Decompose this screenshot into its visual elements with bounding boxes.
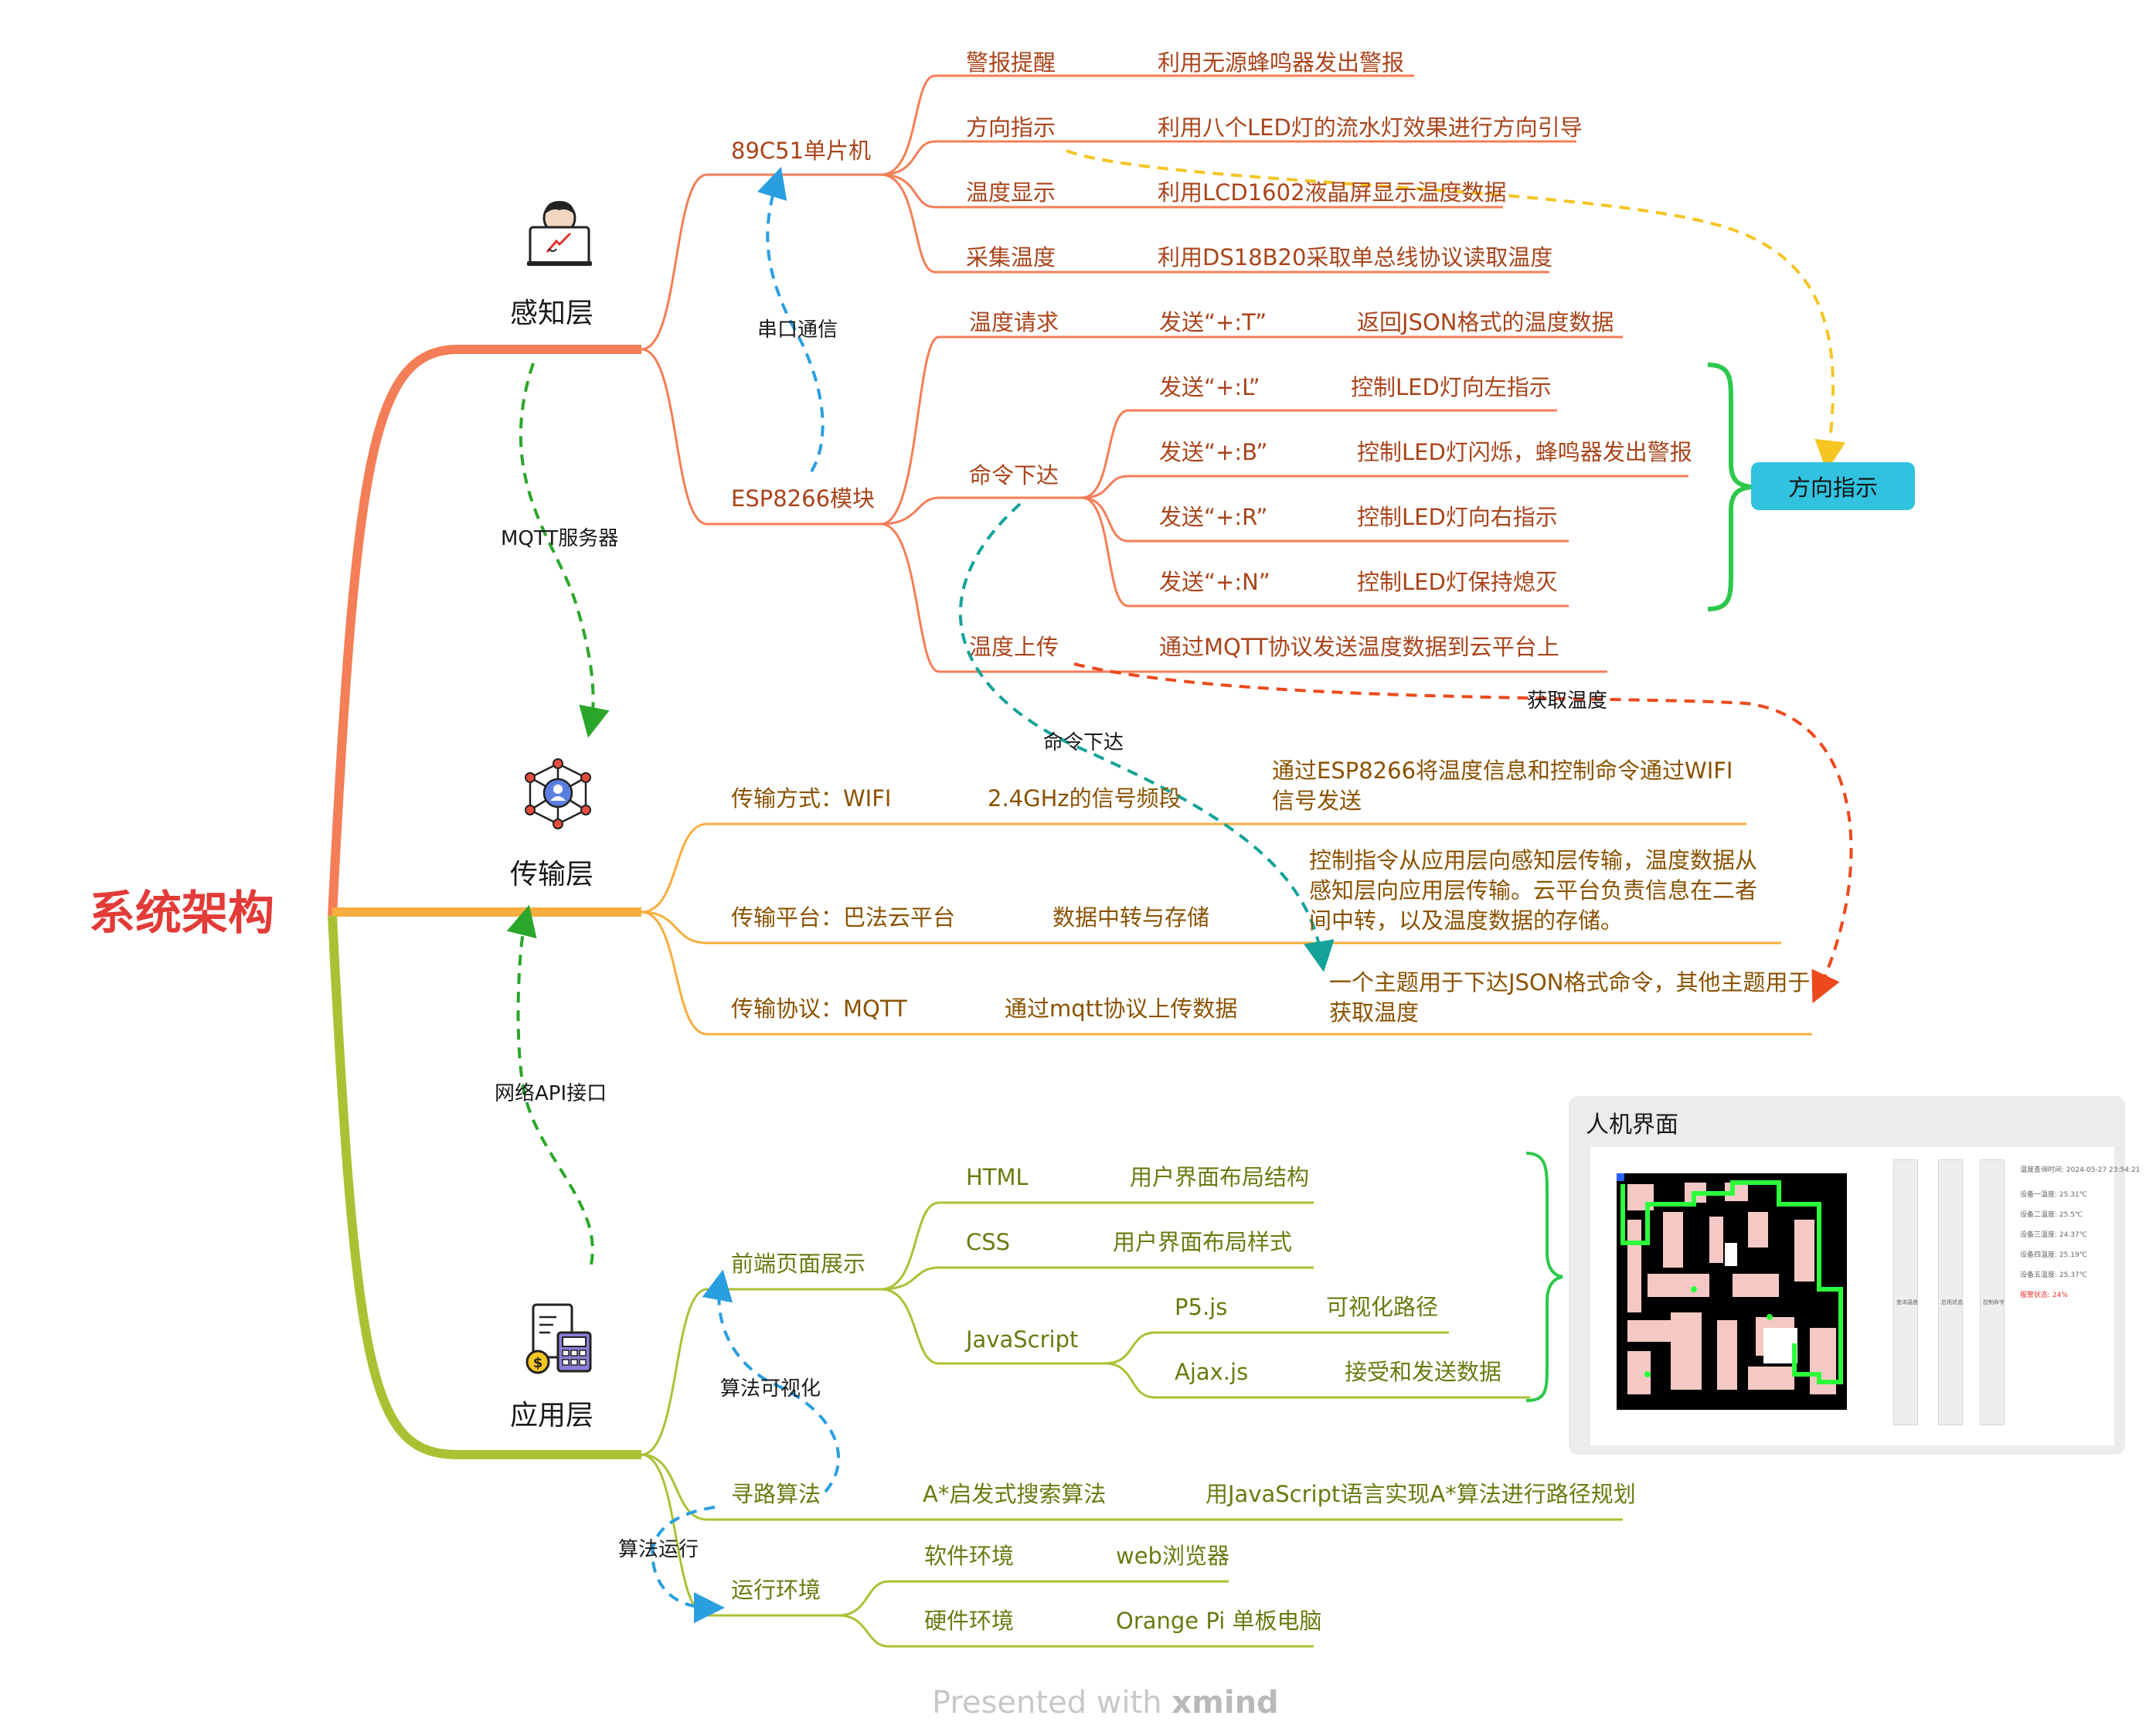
node-temp-upload[interactable]: 温度上传 [969, 634, 1059, 660]
node-software[interactable]: 软件环境 [924, 1543, 1015, 1569]
svg-text:$: $ [533, 1355, 543, 1371]
hmi-stat-4: 设备四温度: 25.19℃ [2020, 1251, 2087, 1259]
node-p5[interactable]: P5.js [1175, 1294, 1228, 1320]
node-temp-request-desc[interactable]: 返回JSON格式的温度数据 [1357, 309, 1614, 335]
node-direction[interactable]: 方向指示 [966, 114, 1056, 141]
node-command[interactable]: 命令下达 [969, 462, 1059, 488]
command-brace [1707, 363, 1752, 611]
calculator-invoice-icon: $ [525, 1303, 592, 1374]
node-transport-method-desc[interactable]: 通过ESP8266将温度信息和控制命令通过WIFI信号发送 [1272, 757, 1733, 815]
node-temp-display[interactable]: 温度显示 [966, 179, 1056, 206]
node-frontend[interactable]: 前端页面展示 [731, 1251, 866, 1277]
rel-get-temp [1073, 662, 1853, 1004]
node-esp[interactable]: ESP8266模块 [731, 485, 876, 512]
hmi-stat-alarm: 报警状态: 24% [2020, 1292, 2068, 1299]
node-ajax[interactable]: Ajax.js [1175, 1359, 1249, 1385]
node-pathfinding[interactable]: 寻路算法 [731, 1481, 821, 1507]
hmi-query-bar[interactable] [1893, 1159, 1918, 1425]
hmi-status-bar[interactable] [1938, 1159, 1963, 1425]
hmi-stat-time: 温度查询时间: 2024-05-27 23:54:21 [2020, 1166, 2141, 1174]
rel-mqtt-server [519, 363, 610, 738]
node-html[interactable]: HTML [966, 1164, 1029, 1190]
node-transport-protocol-desc[interactable]: 一个主题用于下达JSON格式命令，其他主题用于获取温度 [1329, 969, 1811, 1026]
node-temp-collect[interactable]: 采集温度 [966, 244, 1056, 271]
rel-label-algo-run[interactable]: 算法运行 [618, 1538, 699, 1561]
node-temp-collect-desc[interactable]: 利用DS18B20采取单总线协议读取温度 [1158, 244, 1553, 271]
rel-label-mqtt-server[interactable]: MQTT服务器 [501, 527, 619, 550]
hmi-stat-5: 设备五温度: 25.37℃ [2020, 1271, 2087, 1279]
rel-serial [757, 166, 825, 473]
rel-command [959, 502, 1335, 972]
node-runtime[interactable]: 运行环境 [731, 1577, 821, 1603]
node-hardware-desc[interactable]: Orange Pi 单板电脑 [1116, 1608, 1322, 1634]
hmi-stat-1: 设备一温度: 25.31℃ [2020, 1191, 2087, 1199]
node-mcu[interactable]: 89C51单片机 [731, 138, 872, 164]
node-cmd-r[interactable]: 发送“+:R” [1159, 504, 1268, 530]
hmi-brace [1525, 1152, 1563, 1402]
footer-brand: xmind [1172, 1685, 1279, 1721]
node-cmd-n-desc[interactable]: 控制LED灯保持熄灭 [1357, 569, 1558, 595]
node-html-desc[interactable]: 用户界面布局结构 [1130, 1164, 1310, 1190]
node-temp-display-desc[interactable]: 利用LCD1602液晶屏显示温度数据 [1158, 179, 1507, 206]
node-transport-protocol[interactable]: 传输协议：MQTT [731, 996, 907, 1022]
node-software-desc[interactable]: web浏览器 [1116, 1543, 1229, 1569]
rel-label-algo-vis[interactable]: 算法可视化 [720, 1377, 821, 1401]
node-cmd-b-desc[interactable]: 控制LED灯闪烁，蜂鸣器发出警报 [1357, 439, 1692, 465]
user-laptop-icon [527, 201, 592, 266]
node-css-desc[interactable]: 用户界面布局样式 [1113, 1229, 1293, 1255]
hmi-command-bar-label: 控制命令 [1983, 1299, 2005, 1305]
node-temp-request-cmd[interactable]: 发送“+:T” [1159, 309, 1267, 335]
node-transport-platform-sub[interactable]: 数据中转与存储 [1052, 904, 1210, 931]
node-temp-request[interactable]: 温度请求 [969, 309, 1059, 335]
trunk-application [328, 915, 641, 1459]
node-cmd-b[interactable]: 发送“+:B” [1159, 439, 1268, 465]
hmi-query-bar-label: 查询温度 [1896, 1299, 1918, 1305]
rel-label-serial[interactable]: 串口通信 [757, 318, 838, 342]
hmi-stat-3: 设备三温度: 24.37℃ [2020, 1231, 2087, 1239]
hmi-status-bar-label: 启用状态 [1941, 1299, 1963, 1305]
node-direction-desc[interactable]: 利用八个LED灯的流水灯效果进行方向引导 [1158, 114, 1583, 141]
node-alarm-desc[interactable]: 利用无源蜂鸣器发出警报 [1158, 49, 1405, 76]
node-temp-upload-desc[interactable]: 通过MQTT协议发送温度数据到云平台上 [1159, 634, 1559, 660]
rel-label-get-temp[interactable]: 获取温度 [1527, 689, 1608, 713]
node-p5-desc[interactable]: 可视化路径 [1326, 1294, 1439, 1320]
root-title[interactable]: 系统架构 [89, 887, 274, 941]
trunk-perception [328, 345, 641, 917]
rel-label-command[interactable]: 命令下达 [1043, 731, 1124, 754]
layer-perception[interactable]: 感知层 [510, 298, 594, 329]
footer-prefix: Presented with [932, 1685, 1162, 1721]
node-pathfinding-desc[interactable]: 用JavaScript语言实现A*算法进行路径规划 [1206, 1481, 1636, 1507]
node-cmd-r-desc[interactable]: 控制LED灯向右指示 [1357, 504, 1558, 530]
hmi-stat-2: 设备二温度: 25.5℃ [2020, 1211, 2083, 1219]
node-ajax-desc[interactable]: 接受和发送数据 [1345, 1359, 1502, 1385]
node-js[interactable]: JavaScript [966, 1326, 1079, 1353]
maze-visualization [1617, 1173, 1847, 1410]
hmi-command-bar[interactable] [1980, 1159, 2005, 1425]
node-transport-platform-desc[interactable]: 控制指令从应用层向感知层传输，温度数据从感知层向应用层传输。云平台负责信息在二者… [1309, 847, 1758, 934]
rel-direction [1066, 149, 1846, 471]
footer-credit: Presented with xmind [932, 1685, 1279, 1721]
node-pathfinding-sub[interactable]: A*启发式搜索算法 [923, 1481, 1107, 1507]
node-alarm[interactable]: 警报提醒 [966, 49, 1056, 76]
node-transport-method[interactable]: 传输方式：WIFI [731, 785, 892, 812]
direction-badge[interactable]: 方向指示 [1751, 462, 1915, 510]
hmi-title[interactable]: 人机界面 [1586, 1111, 1678, 1139]
node-hardware[interactable]: 硬件环境 [924, 1608, 1015, 1634]
rel-label-web-api[interactable]: 网络API接口 [495, 1082, 607, 1105]
node-cmd-l[interactable]: 发送“+:L” [1159, 374, 1260, 400]
network-hub-icon [525, 758, 591, 829]
rel-algo-vis [702, 1269, 841, 1493]
layer-application[interactable]: 应用层 [510, 1400, 594, 1431]
node-css[interactable]: CSS [966, 1229, 1011, 1255]
node-transport-method-sub[interactable]: 2.4GHz的信号频段 [988, 785, 1182, 812]
node-cmd-n[interactable]: 发送“+:N” [1159, 569, 1270, 595]
layer-transport[interactable]: 传输层 [510, 859, 594, 890]
node-transport-platform[interactable]: 传输平台：巴法云平台 [731, 904, 956, 931]
node-transport-protocol-sub[interactable]: 通过mqtt协议上传数据 [1005, 996, 1238, 1022]
node-cmd-l-desc[interactable]: 控制LED灯向左指示 [1351, 374, 1552, 400]
